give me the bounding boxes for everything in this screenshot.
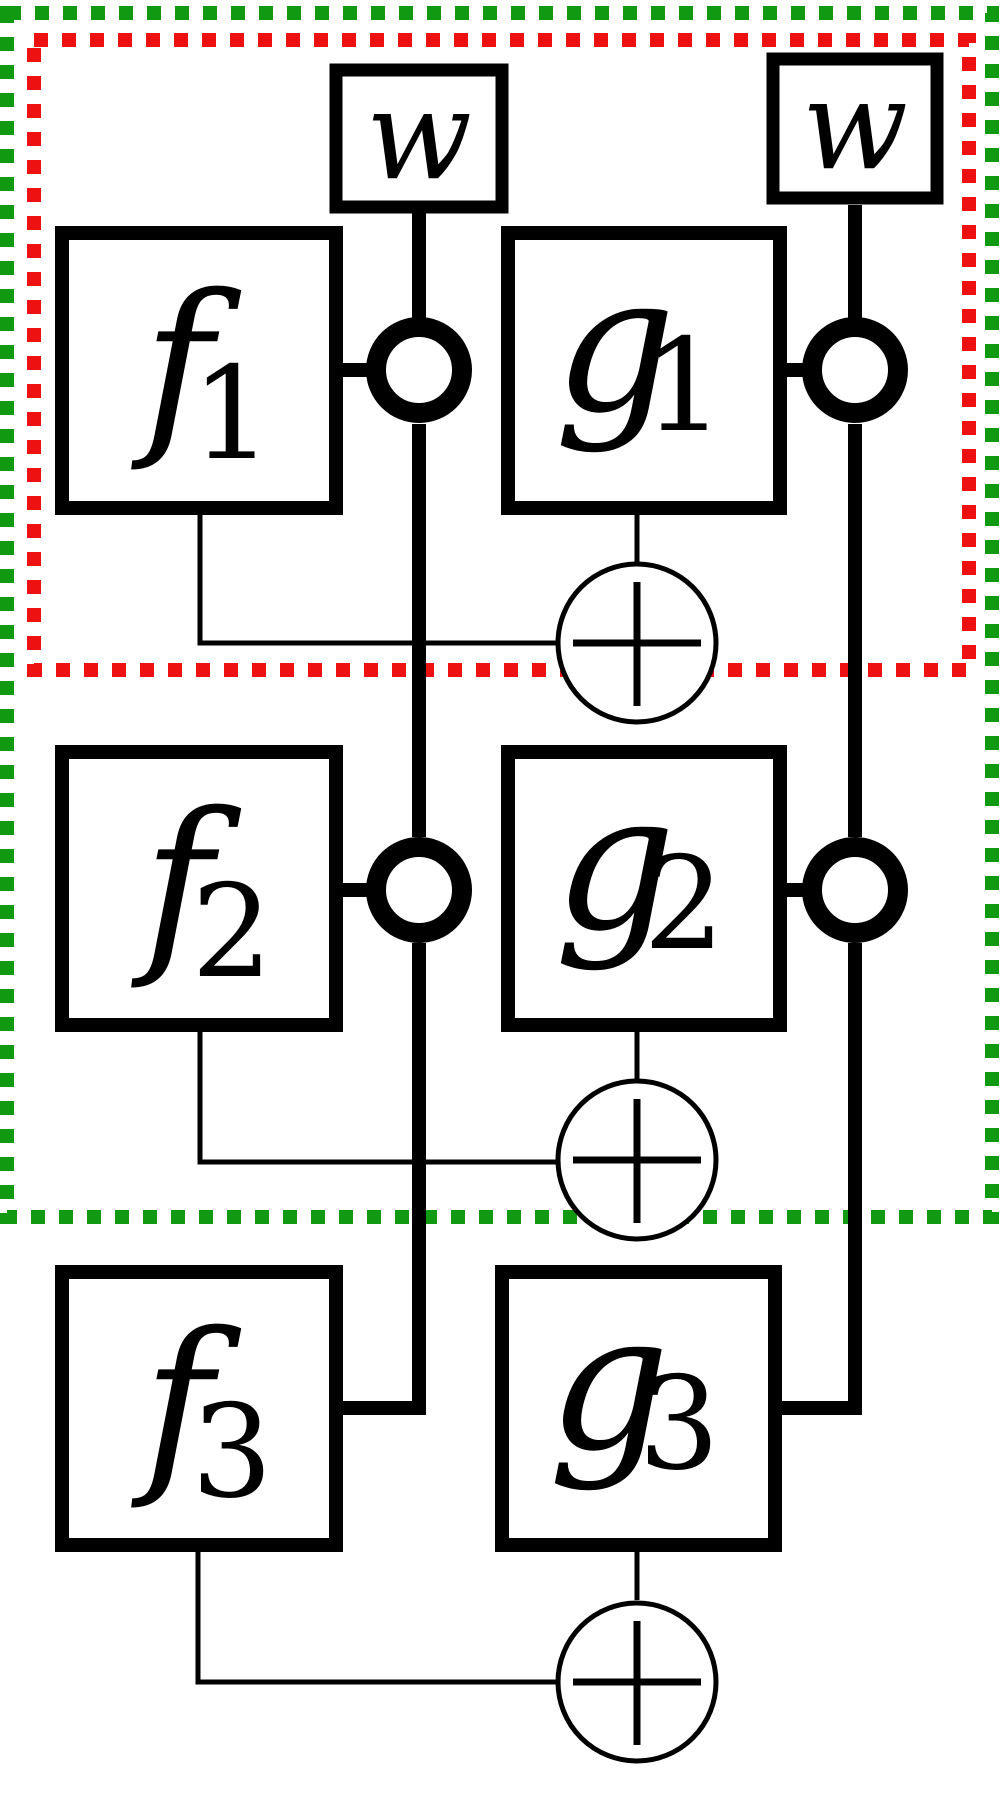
box-f1-index: 1 — [191, 340, 272, 489]
right-wire-to-g3 — [775, 943, 862, 1415]
input-w-right: w — [766, 52, 944, 205]
sum-wires — [195, 508, 640, 1685]
box-g1: g 1 — [501, 226, 787, 515]
input-w-left: w — [329, 63, 509, 214]
box-g2-symbol: g — [554, 752, 676, 973]
copy-node-left-1 — [366, 317, 472, 423]
copy-node-right-2 — [802, 837, 908, 943]
box-f2: f 2 — [55, 745, 343, 1032]
f1-to-sum1-wire — [197, 508, 558, 646]
box-g3-symbol: g — [548, 1272, 670, 1493]
box-f3: f 3 — [55, 1265, 343, 1552]
box-f3-index: 3 — [191, 1378, 272, 1527]
box-g1-symbol: g — [554, 234, 676, 455]
copy-wires — [336, 205, 862, 1415]
box-g2: g 2 — [501, 745, 787, 1032]
box-f2-index: 2 — [191, 858, 272, 1007]
copy-node-right-1 — [802, 317, 908, 423]
box-g1-index: 1 — [643, 312, 724, 461]
left-wire-to-f3 — [336, 943, 426, 1415]
input-w-left-label: w — [366, 64, 472, 208]
input-w-right-label: w — [802, 54, 908, 198]
box-g3: g 3 — [495, 1265, 782, 1552]
sum-node-3 — [555, 1600, 719, 1764]
box-f1: f 1 — [55, 226, 343, 515]
copy-node-left-2 — [366, 837, 472, 943]
box-g2-index: 2 — [643, 830, 724, 979]
f2-to-sum2-wire — [197, 1025, 558, 1165]
box-g3-index: 3 — [638, 1350, 719, 1499]
f3-to-sum3-wire — [195, 1545, 558, 1685]
sum-node-2 — [555, 1078, 719, 1242]
sum-node-1 — [555, 561, 719, 725]
